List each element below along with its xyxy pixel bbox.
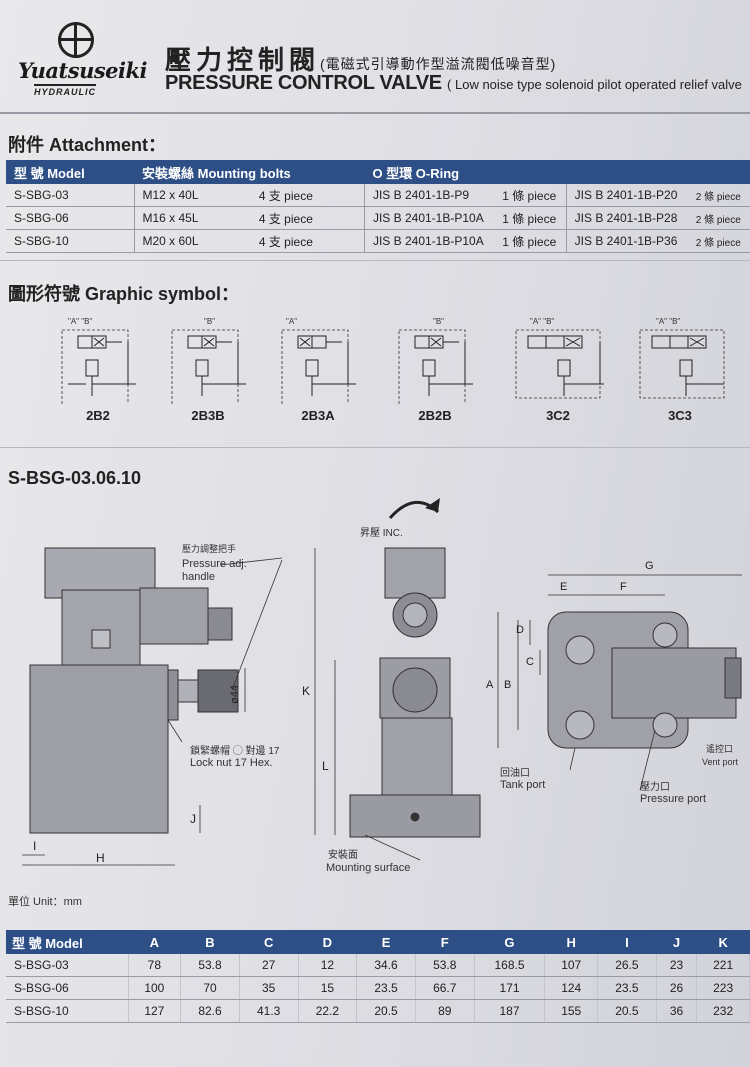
- handle-label-en2: handle: [182, 571, 216, 583]
- symbol-ports-label: "A" "B": [656, 317, 680, 326]
- attachment-header-bolts: 安裝螺絲 Mounting bolts: [134, 160, 365, 184]
- unit-label: 單位 Unit：mm: [8, 896, 82, 908]
- brand-name: Yuatsuseiki: [18, 58, 148, 83]
- symbol-label: 2B2: [86, 408, 110, 423]
- hydraulic-symbol-icon: "A" "B": [639, 317, 725, 399]
- front-view-valve: [349, 547, 481, 838]
- symbol-ports-label: "A" "B": [530, 317, 554, 326]
- pressure-port-label-en: Pressure port: [640, 793, 707, 805]
- dim-header-model: 型 號 Model: [6, 930, 128, 954]
- symbol-label: 2B3A: [301, 408, 335, 423]
- symbol-label: 2B2B: [418, 408, 452, 423]
- title-chinese-subtitle: (電磁式引導動作型溢流閥低噪音型): [320, 56, 557, 72]
- drawing-model-title: S-BSG-03.06.10: [8, 468, 142, 488]
- attachment-heading: 附件 Attachment：: [8, 135, 167, 155]
- vent-port-label-zh: 遙控口: [706, 744, 734, 754]
- dim-D-label: D: [516, 624, 524, 636]
- dimension-drawing: ø44 J I H K L: [22, 498, 742, 866]
- dim-K-label: K: [302, 684, 310, 698]
- attachment-header-model: 型 號 Model: [6, 160, 134, 184]
- dim-G-label: G: [645, 560, 654, 572]
- table-row: S-BSG-10 127 82.6 41.3 22.2 20.5 89 187 …: [6, 999, 750, 1023]
- locknut-label-zh: 鎖緊螺帽 ◯ 對邊 17: [190, 746, 280, 757]
- hydraulic-symbol-icon: "A" "B": [61, 317, 136, 407]
- symbol-2b3b: "B" 2B3B: [158, 312, 258, 430]
- symbol-label: 3C2: [546, 408, 570, 423]
- attachment-header-oring: O 型環 O-Ring: [364, 160, 750, 184]
- dim-A-label: A: [486, 679, 494, 691]
- dim-E-label: E: [560, 581, 567, 593]
- dim-C-label: C: [526, 656, 534, 668]
- divider: [0, 260, 750, 261]
- table-row: S-SBG-03 M12 x 40L 4 支 piece JIS B 2401-…: [6, 184, 750, 207]
- handle-label-zh: 壓力調整把手: [182, 544, 237, 554]
- symbol-2b2b: "B" 2B2B: [385, 312, 485, 430]
- title-chinese: 壓力控制閥(電磁式引導動作型溢流閥低噪音型): [165, 45, 557, 75]
- graphic-symbol-heading: 圖形符號 Graphic symbol：: [8, 284, 240, 304]
- dim-diameter-label: ø44: [229, 685, 241, 704]
- title-english: PRESSURE CONTROL VALVE ( Low noise type …: [165, 72, 742, 94]
- hydraulic-symbol-icon: "A": [281, 317, 356, 407]
- pressure-port-label-zh: 壓力口: [640, 782, 670, 793]
- tank-port-label-en: Tank port: [500, 779, 546, 791]
- symbol-label: 3C3: [668, 408, 692, 423]
- increase-label: 昇壓 INC.: [360, 528, 403, 539]
- hydraulic-symbol-icon: "A" "B": [515, 317, 604, 399]
- vent-port-label-en: Vent port: [702, 757, 739, 767]
- dim-J-label: J: [190, 812, 196, 826]
- attachment-table: 型 號 Model 安裝螺絲 Mounting bolts O 型環 O-Rin…: [6, 160, 750, 253]
- header-divider: [0, 112, 750, 114]
- dimension-table: 型 號 Model A B C D E F G H I J K S-BSG-03…: [6, 930, 750, 1023]
- table-row: S-BSG-06 100 70 35 15 23.5 66.7 171 124 …: [6, 976, 750, 1000]
- symbol-ports-label: "A" "B": [68, 317, 92, 326]
- dim-L-label: L: [322, 759, 329, 773]
- locknut-label-en: Lock nut 17 Hex.: [190, 757, 273, 769]
- side-view-valve: [29, 547, 239, 834]
- symbol-ports-label: "B": [433, 317, 444, 326]
- hydraulic-symbol-icon: "B": [398, 317, 473, 407]
- hydraulic-symbol-icon: "B": [171, 317, 246, 407]
- mounting-surface-label-en: Mounting surface: [326, 862, 411, 874]
- title-english-subtitle: ( Low noise type solenoid pilot operated…: [447, 77, 742, 92]
- brand-subtitle: HYDRAULIC: [34, 84, 96, 97]
- tank-port-label-zh: 回油口: [500, 768, 530, 779]
- top-view-valve: [547, 611, 742, 749]
- mounting-surface-label-zh: 安裝面: [328, 850, 358, 861]
- brand-emblem-icon: [58, 22, 94, 58]
- symbol-ports-label: "A": [286, 317, 297, 326]
- dim-B-label: B: [504, 679, 511, 691]
- dim-H-label: H: [96, 851, 105, 865]
- handle-label-en1: Pressure adj.: [182, 558, 247, 570]
- dim-I-label: I: [33, 839, 36, 853]
- symbol-3c2: "A" "B" 3C2: [508, 312, 608, 430]
- table-row: S-BSG-03 78 53.8 27 12 34.6 53.8 168.5 1…: [6, 954, 750, 977]
- table-row: S-SBG-06 M16 x 45L 4 支 piece JIS B 2401-…: [6, 206, 750, 230]
- symbol-ports-label: "B": [204, 317, 215, 326]
- symbol-3c3: "A" "B" 3C3: [630, 312, 730, 430]
- symbol-2b2: "A" "B" 2B2: [48, 312, 148, 430]
- symbol-2b3a: "A" 2B3A: [268, 312, 368, 430]
- dim-F-label: F: [620, 581, 627, 593]
- divider: [0, 447, 750, 448]
- symbol-label: 2B3B: [191, 408, 225, 423]
- table-row: S-SBG-10 M20 x 60L 4 支 piece JIS B 2401-…: [6, 229, 750, 253]
